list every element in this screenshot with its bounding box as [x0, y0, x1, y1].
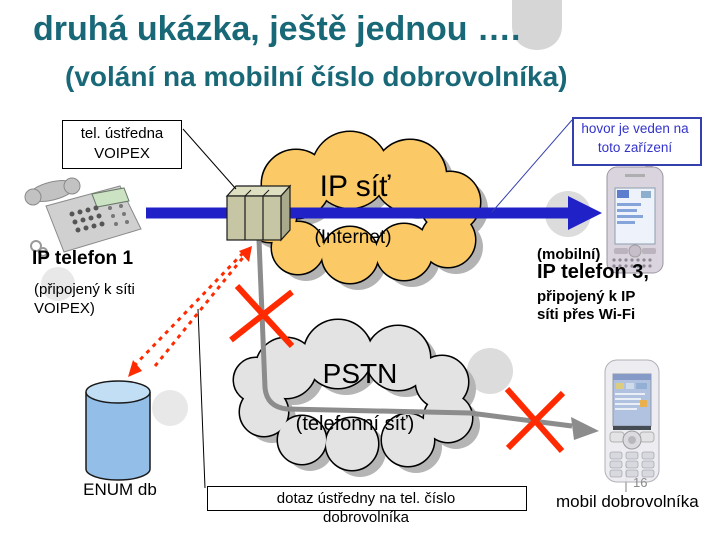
enum-response-arrowhead	[239, 246, 252, 262]
route-blocked-cross-top	[229, 283, 295, 349]
pbx-callout-line	[182, 128, 237, 190]
enum-query-arrowhead	[128, 360, 142, 377]
route-blocked-cross-right	[504, 387, 566, 453]
call-path-arrowhead	[568, 196, 602, 230]
phone3-sublabel: připojený k IP síti přes Wi-Fi	[537, 288, 636, 323]
phone3-label: IP telefon 3,	[537, 261, 649, 283]
phone3-prefix-label: (mobilní)	[537, 246, 601, 263]
pbx-server-icon	[225, 184, 292, 242]
title-decor-blob	[512, 0, 562, 50]
ip-phone1-label: IP telefon 1	[32, 248, 134, 269]
ip-phone1-sublabel: (připojený k síti VOIPEX)	[34, 281, 135, 317]
call-path-arrow	[146, 196, 602, 230]
desk-phone-illustration	[24, 177, 142, 257]
pstn-cloud	[232, 318, 480, 477]
query-callout-text: dotaz ústředny na tel. číslo dobrovolník…	[207, 489, 525, 527]
ip-cloud-subtitle: (Internet)	[314, 227, 392, 248]
enum-response-arrow	[153, 254, 247, 367]
enum-query-arrow	[132, 251, 245, 368]
page-number: 16	[633, 475, 648, 490]
hovor-callout-line	[491, 119, 573, 213]
decor-circle	[152, 390, 188, 426]
volunteer-mobile-label: mobil dobrovolníka	[556, 492, 699, 511]
mobile-phone-illustration	[604, 359, 660, 483]
ip-cloud-title: IP síť	[319, 170, 391, 203]
pstn-cloud-title: PSTN	[322, 358, 398, 389]
decor-circle	[41, 267, 75, 301]
query-callout-text-inner: dotaz ústředny na tel. číslo dobrovolník…	[276, 490, 456, 526]
decor-circle	[467, 348, 513, 394]
pbx-callout-box: tel. ústředna VOIPEX	[62, 120, 182, 169]
pda-phone-illustration	[606, 154, 664, 274]
call-destination-callout-box	[572, 117, 702, 166]
query-callout-line	[197, 308, 206, 489]
enum-db-label: ENUM db	[83, 480, 157, 499]
slide-subtitle: (volání na mobilní číslo dobrovolníka)	[65, 61, 568, 92]
query-callout-box	[207, 486, 527, 511]
pstn-cloud-subtitle: (telefonní síť)	[295, 413, 415, 435]
pstn-route-arrowhead	[571, 417, 599, 440]
enum-db-icon	[85, 380, 151, 481]
slide-title: druhá ukázka, ještě jednou ….	[33, 10, 521, 48]
pstn-route-arrow	[256, 239, 599, 440]
call-destination-callout-text: hovor je veden na toto zařízení	[581, 121, 689, 155]
